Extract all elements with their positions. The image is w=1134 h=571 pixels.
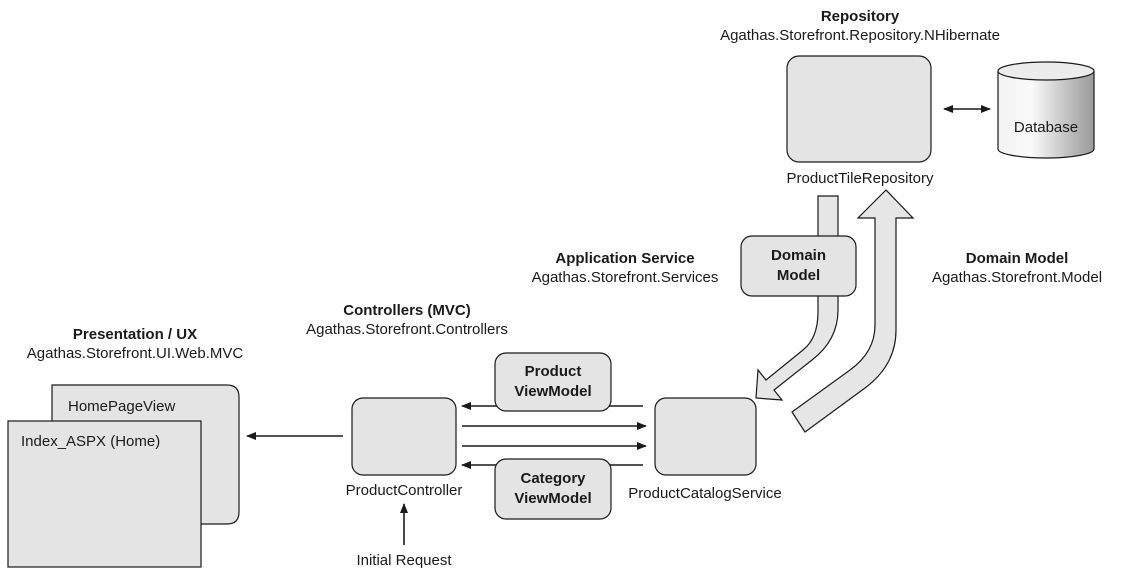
- product-tile-repository-box: [786, 55, 932, 163]
- database-cylinder: [997, 61, 1095, 159]
- domain-model-layer-heading: Domain Model Agathas.Storefront.Model: [900, 249, 1134, 287]
- repository-title: Repository: [820, 8, 900, 25]
- category-viewmodel-line1: Category: [520, 470, 586, 487]
- application-service-title: Application Service: [555, 250, 695, 267]
- category-viewmodel-message-box: [494, 458, 612, 520]
- database-label: Database: [1013, 119, 1079, 136]
- homepage-view-label: HomePageView: [68, 398, 176, 415]
- controllers-title: Controllers (MVC): [343, 302, 471, 319]
- repository-namespace: Agathas.Storefront.Repository.NHibernate: [720, 27, 1000, 44]
- domain-model-message-line2: Model: [776, 267, 821, 284]
- domain-model-layer-title: Domain Model: [965, 250, 1069, 267]
- domain-model-message-box: [740, 235, 857, 297]
- product-viewmodel-line2: ViewModel: [514, 383, 592, 400]
- flow-arrow-repository-to-service: [755, 195, 839, 401]
- presentation-title: Presentation / UX: [72, 326, 198, 343]
- product-tile-repository-label: ProductTileRepository: [786, 170, 934, 187]
- domain-model-layer-namespace: Agathas.Storefront.Model: [931, 269, 1103, 286]
- application-service-heading: Application Service Agathas.Storefront.S…: [490, 249, 760, 287]
- application-service-namespace: Agathas.Storefront.Services: [531, 269, 719, 286]
- presentation-heading: Presentation / UX Agathas.Storefront.UI.…: [0, 325, 270, 363]
- domain-model-message-text: Domain Model: [741, 246, 856, 286]
- domain-model-message-line1: Domain: [770, 247, 826, 264]
- product-viewmodel-line1: Product: [524, 363, 582, 380]
- flow-arrow-service-to-repository: [791, 189, 915, 433]
- controllers-heading: Controllers (MVC) Agathas.Storefront.Con…: [262, 301, 552, 339]
- product-controller-box: [351, 397, 457, 476]
- product-viewmodel-message-box: [494, 352, 612, 412]
- presentation-namespace: Agathas.Storefront.UI.Web.MVC: [26, 345, 244, 362]
- index-aspx-label: Index_ASPX (Home): [21, 433, 161, 450]
- category-viewmodel-message-text: Category ViewModel: [495, 469, 611, 509]
- product-catalog-service-label: ProductCatalogService: [628, 485, 782, 502]
- product-catalog-service-box: [654, 397, 757, 476]
- product-controller-label: ProductController: [345, 482, 463, 499]
- index-aspx-page: [7, 420, 202, 568]
- controllers-namespace: Agathas.Storefront.Controllers: [306, 321, 508, 338]
- category-viewmodel-line2: ViewModel: [514, 490, 592, 507]
- repository-layer-heading: Repository Agathas.Storefront.Repository…: [660, 7, 1060, 45]
- initial-request-label: Initial Request: [356, 552, 452, 569]
- product-viewmodel-message-text: Product ViewModel: [495, 362, 611, 402]
